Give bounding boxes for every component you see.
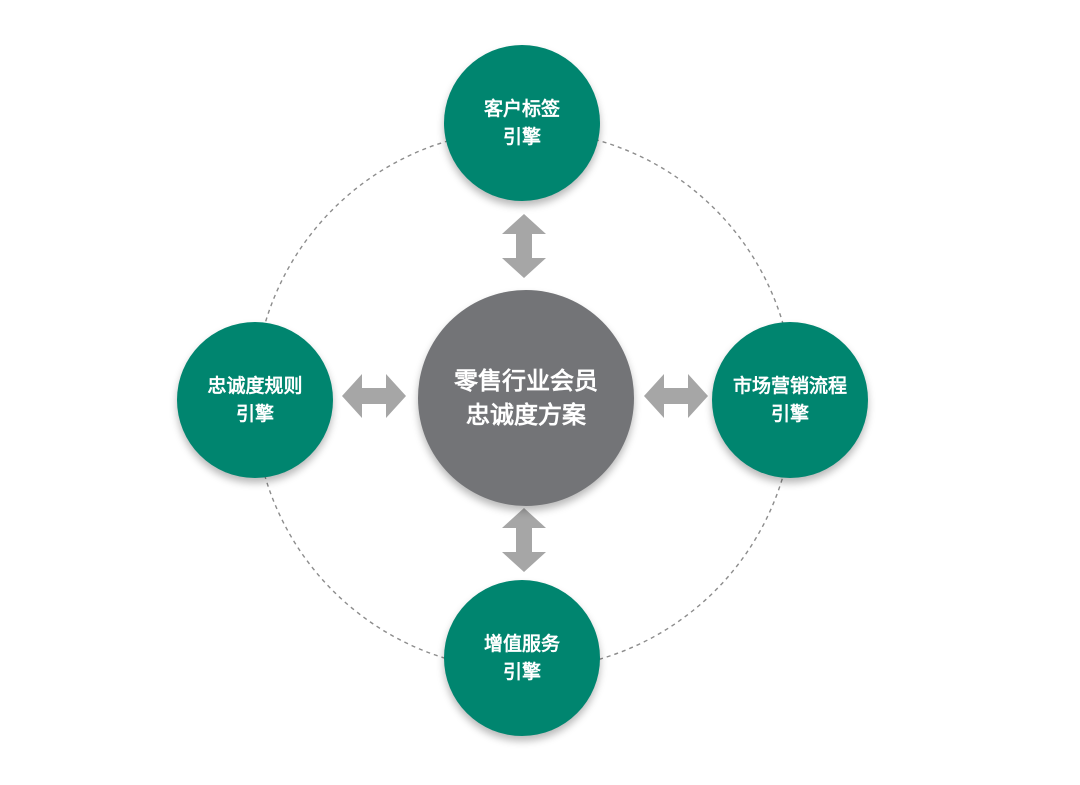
arrow-right xyxy=(644,374,708,418)
arrow-left xyxy=(342,374,406,418)
node-marketing-flow-engine: 市场营销流程 引擎 xyxy=(712,322,868,478)
double-arrow-vertical-icon xyxy=(502,508,546,572)
node-label-line-1: 增值服务 xyxy=(483,633,560,655)
node-label-line-2: 引擎 xyxy=(770,403,809,425)
double-arrow-vertical-icon xyxy=(502,214,546,278)
node-value-added-service-engine: 增值服务 引擎 xyxy=(444,580,600,736)
arrow-bottom xyxy=(502,508,546,572)
node-label-line-2: 引擎 xyxy=(502,661,541,683)
node-label-line-2: 引擎 xyxy=(502,126,541,148)
center-node-line-1: 零售行业会员 xyxy=(454,367,598,395)
center-node: 零售行业会员 忠诚度方案 xyxy=(418,290,634,506)
node-label-line-2: 引擎 xyxy=(235,403,274,425)
node-customer-tag-engine: 客户标签 引擎 xyxy=(444,45,600,201)
arrow-top xyxy=(502,214,546,278)
center-node-line-2: 忠诚度方案 xyxy=(466,401,586,429)
node-label-line-1: 客户标签 xyxy=(483,98,560,120)
double-arrow-horizontal-icon xyxy=(644,374,708,418)
double-arrow-horizontal-icon xyxy=(342,374,406,418)
node-label-line-1: 市场营销流程 xyxy=(732,375,847,397)
node-loyalty-rule-engine: 忠诚度规则 引擎 xyxy=(177,322,333,478)
node-label-line-1: 忠诚度规则 xyxy=(207,375,303,397)
